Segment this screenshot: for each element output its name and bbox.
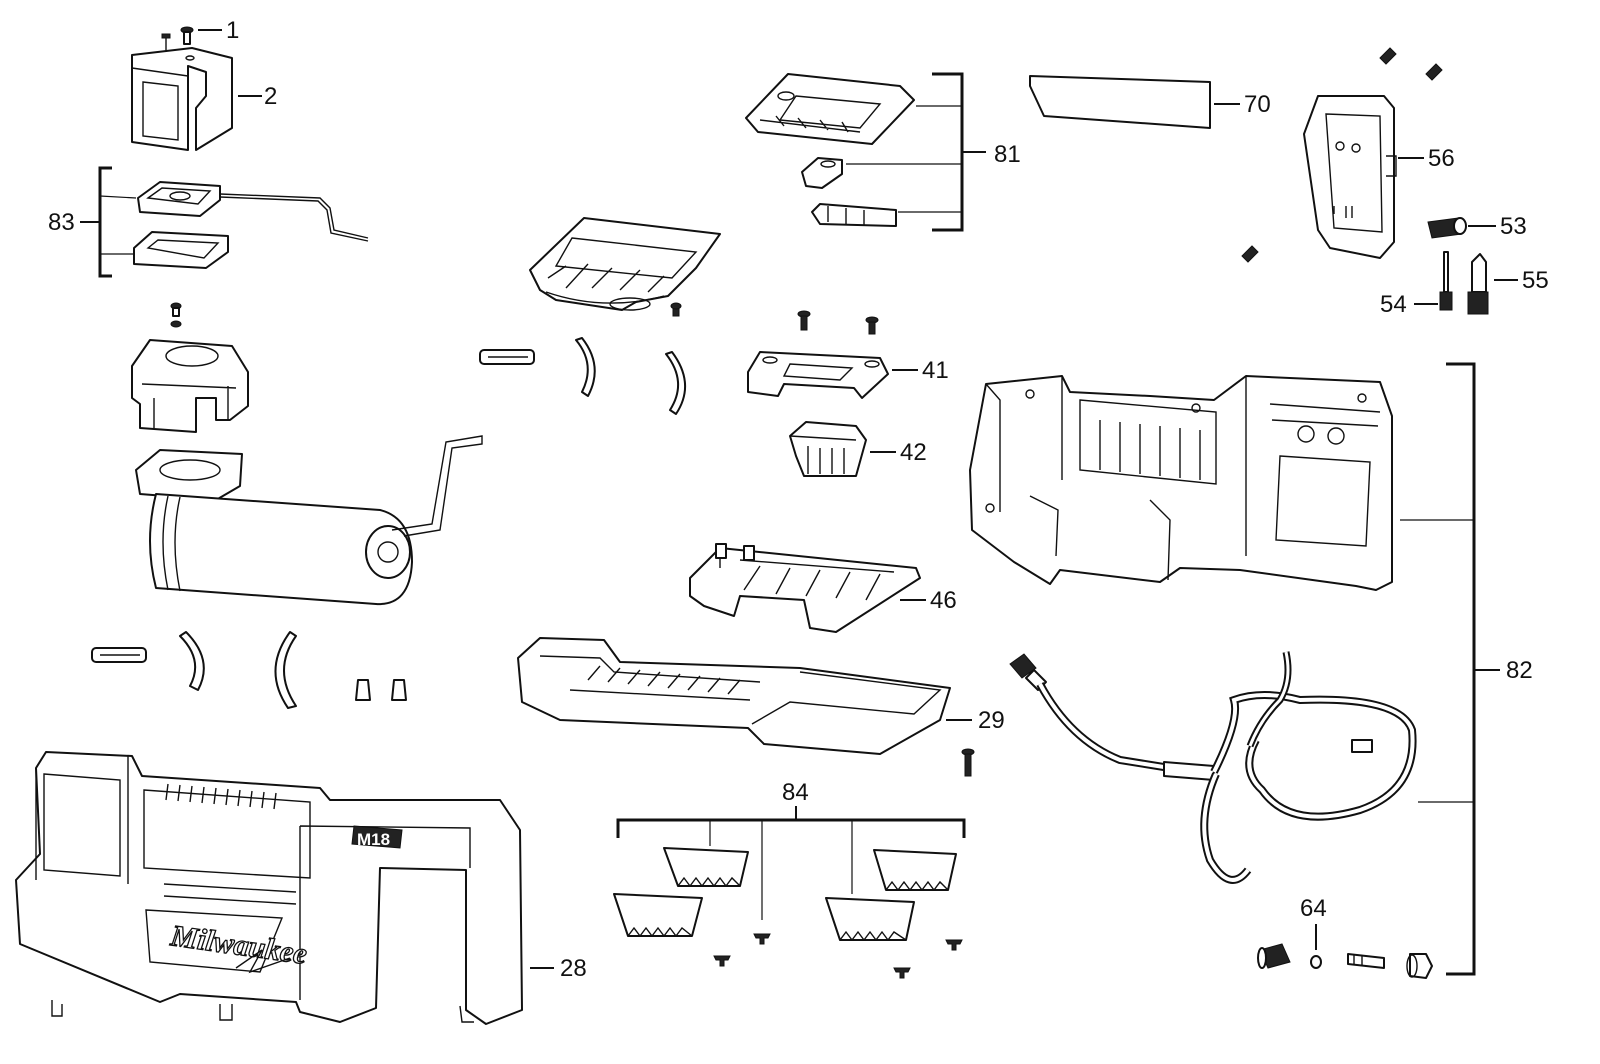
part-84-feet: [613, 847, 963, 979]
spacers-left: [91, 631, 407, 709]
callout-56: 56: [1428, 145, 1455, 172]
m18-badge-text: M18: [357, 830, 390, 849]
callout-84: 84: [782, 779, 809, 806]
part-56-battery-holder: [1303, 95, 1397, 259]
bracket-83: [98, 166, 112, 278]
part-1-screw: [180, 26, 194, 45]
callout-46: 46: [930, 587, 957, 614]
part-70-label: [1029, 75, 1211, 129]
part-28-main-housing: M18 Milwaukee: [15, 751, 523, 1025]
part-83-fan-assembly: [133, 181, 369, 269]
part-81-display-assembly: [745, 73, 915, 227]
part-82-housing-half: [969, 375, 1393, 591]
callout-83: 83: [48, 209, 75, 236]
motor-assembly: [131, 302, 483, 606]
part-2-cover: [131, 33, 233, 151]
callout-42: 42: [900, 439, 927, 466]
callout-41: 41: [922, 357, 949, 384]
part-46-tray: [689, 543, 921, 633]
callout-55: 55: [1522, 267, 1549, 294]
callout-70: 70: [1244, 91, 1271, 118]
spacers-center: [479, 337, 687, 415]
callout-64: 64: [1300, 895, 1327, 922]
hose-assembly: [1009, 651, 1417, 884]
part-64-fittings: [1257, 943, 1433, 979]
screws-top-right: [1241, 47, 1443, 263]
bracket-82: [1446, 362, 1476, 976]
screw-29: [961, 748, 975, 777]
bracket-81: [932, 72, 964, 232]
part-41-bracket: [747, 310, 889, 399]
pcb-plate: [529, 217, 721, 317]
callout-81: 81: [994, 141, 1021, 168]
part-42-connector: [789, 421, 867, 477]
callout-28: 28: [560, 955, 587, 982]
part-53-nozzle: [1427, 217, 1467, 239]
callout-82: 82: [1506, 657, 1533, 684]
callout-53: 53: [1500, 213, 1527, 240]
part-54-needle: [1439, 251, 1453, 311]
part-55-cone-adapter: [1467, 253, 1489, 315]
bracket-84: [616, 818, 966, 838]
callout-2: 2: [264, 83, 277, 110]
callout-1: 1: [226, 17, 239, 44]
callout-29: 29: [978, 707, 1005, 734]
leader-83-a: [99, 195, 137, 199]
part-29-base-plate: [517, 637, 951, 755]
callout-54: 54: [1380, 291, 1407, 318]
